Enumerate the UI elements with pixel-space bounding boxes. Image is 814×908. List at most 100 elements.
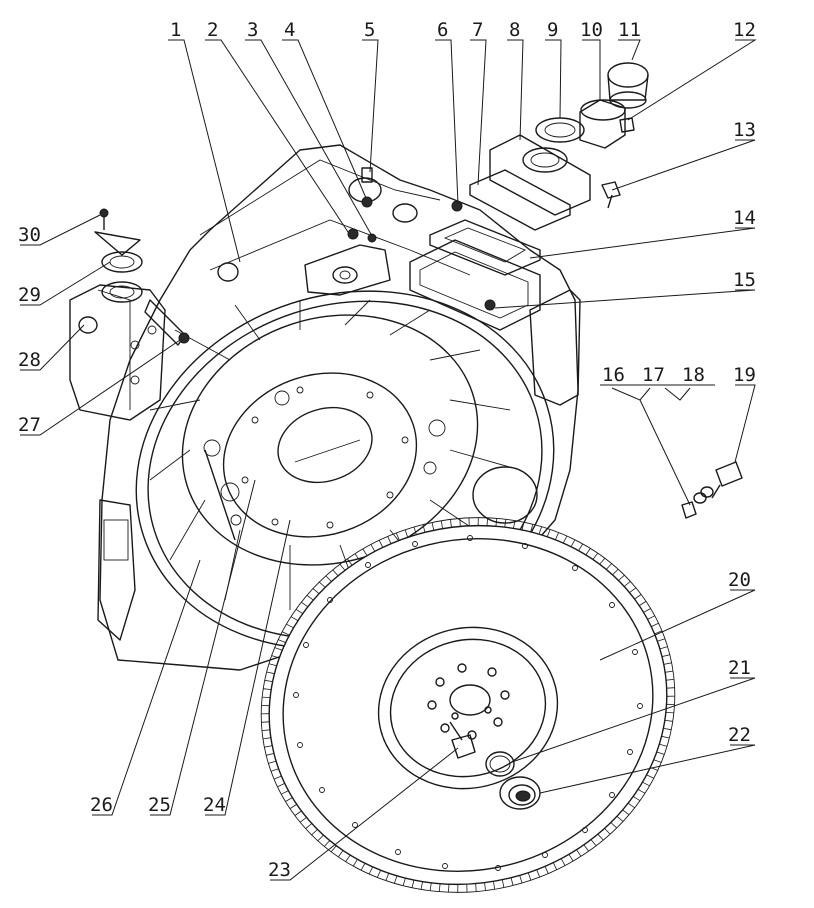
gear-tooth <box>285 797 293 802</box>
gear-tooth <box>513 520 516 529</box>
callout-27: 27 <box>18 414 41 436</box>
gear-tooth <box>402 877 406 886</box>
gear-tooth <box>605 563 612 570</box>
gear-tooth <box>643 608 651 613</box>
gear-tooth <box>354 553 360 561</box>
gear-tooth <box>629 587 637 593</box>
gear-tooth <box>332 569 339 577</box>
gear-tooth <box>493 881 496 890</box>
gear-tooth <box>370 544 376 552</box>
gear-tooth <box>273 775 282 780</box>
gear-tooth <box>324 840 331 847</box>
callout-labels: 1 2 3 4 5 6 7 8 9 10 11 12 13 14 15 16 1… <box>18 19 756 881</box>
gear-tooth <box>345 854 351 862</box>
gear-tooth <box>637 789 646 794</box>
gear-tooth <box>277 783 285 788</box>
gear-tooth <box>368 866 374 875</box>
gear-tooth <box>459 518 461 527</box>
leader-lines <box>20 39 757 881</box>
gear-tooth <box>376 870 382 878</box>
gear-tooth <box>653 759 662 763</box>
callout-3: 3 <box>247 19 258 41</box>
gear-tooth <box>438 883 441 892</box>
gear-tooth <box>610 822 617 829</box>
gear-tooth <box>562 535 568 544</box>
gear-tooth <box>278 639 286 643</box>
gear-tooth <box>378 540 384 548</box>
gear-tooth <box>568 854 574 862</box>
gear-tooth <box>337 850 344 858</box>
gear-tooth <box>271 655 280 659</box>
gear-tooth <box>429 882 432 891</box>
gear-tooth <box>590 839 597 847</box>
gear-tooth <box>289 804 297 809</box>
gear-tooth <box>659 743 668 747</box>
gear-tooth <box>639 601 647 606</box>
gear-tooth <box>597 833 604 841</box>
gear-tooth <box>538 526 542 535</box>
callout-21: 21 <box>728 657 751 679</box>
callout-14: 14 <box>733 207 756 229</box>
callout-5: 5 <box>364 19 375 41</box>
gear-tooth <box>319 581 326 588</box>
gear-tooth <box>422 524 426 533</box>
gear-tooth <box>448 884 450 893</box>
gear-tooth <box>385 873 390 881</box>
gear-tooth <box>413 526 417 535</box>
gear-tooth <box>663 728 672 731</box>
gear-tooth <box>268 663 277 667</box>
callout-17: 17 <box>642 364 665 386</box>
callout-1: 1 <box>170 19 181 41</box>
callout-7: 7 <box>472 19 483 41</box>
callout-22: 22 <box>728 724 751 746</box>
callout-20: 20 <box>728 569 751 591</box>
gear-tooth <box>618 574 625 581</box>
gear-tooth <box>519 875 523 884</box>
callout-4: 4 <box>284 19 295 41</box>
gear-tooth <box>325 575 332 582</box>
gear-tooth <box>486 517 488 526</box>
gear-tooth <box>346 558 353 566</box>
gear-tooth <box>262 696 271 698</box>
gear-tooth <box>305 823 313 829</box>
gear-tooth <box>570 539 576 547</box>
gear-tooth <box>627 802 635 809</box>
gear-tooth <box>583 844 590 852</box>
callout-28: 28 <box>18 349 41 371</box>
gear-tooth <box>286 623 294 629</box>
gear-tooth <box>616 815 624 822</box>
gear-tooth <box>330 845 337 853</box>
gear-tooth <box>634 594 642 600</box>
gear-tooth <box>311 829 318 836</box>
gear-tooth <box>560 858 566 866</box>
gear-tooth <box>536 869 541 878</box>
gear-tooth <box>666 687 675 689</box>
gear-tooth <box>360 863 366 871</box>
callout-2: 2 <box>207 19 218 41</box>
gear-tooth <box>306 594 314 601</box>
gear-tooth <box>301 601 309 608</box>
gear-tooth <box>411 879 415 888</box>
gear-tooth <box>501 879 505 888</box>
gear-tooth <box>387 536 392 544</box>
callout-9: 9 <box>547 19 558 41</box>
gear-tooth <box>281 790 289 795</box>
gear-tooth <box>263 688 272 690</box>
gear-tooth <box>642 781 650 787</box>
gear-tooth <box>266 753 274 756</box>
gear-tooth <box>665 670 674 673</box>
gear-tooth <box>270 768 279 772</box>
gear-tooth <box>440 520 443 529</box>
callout-23: 23 <box>268 859 291 881</box>
gear-tooth <box>317 834 324 842</box>
gear-tooth <box>510 877 514 886</box>
gear-tooth <box>450 519 452 528</box>
gear-tooth <box>262 737 271 740</box>
gear-tooth <box>662 654 670 657</box>
callout-19: 19 <box>733 364 756 386</box>
gear-tooth <box>661 735 670 739</box>
gear-tooth <box>395 532 400 541</box>
gear-tooth <box>475 883 477 892</box>
gear-tooth <box>666 679 675 681</box>
